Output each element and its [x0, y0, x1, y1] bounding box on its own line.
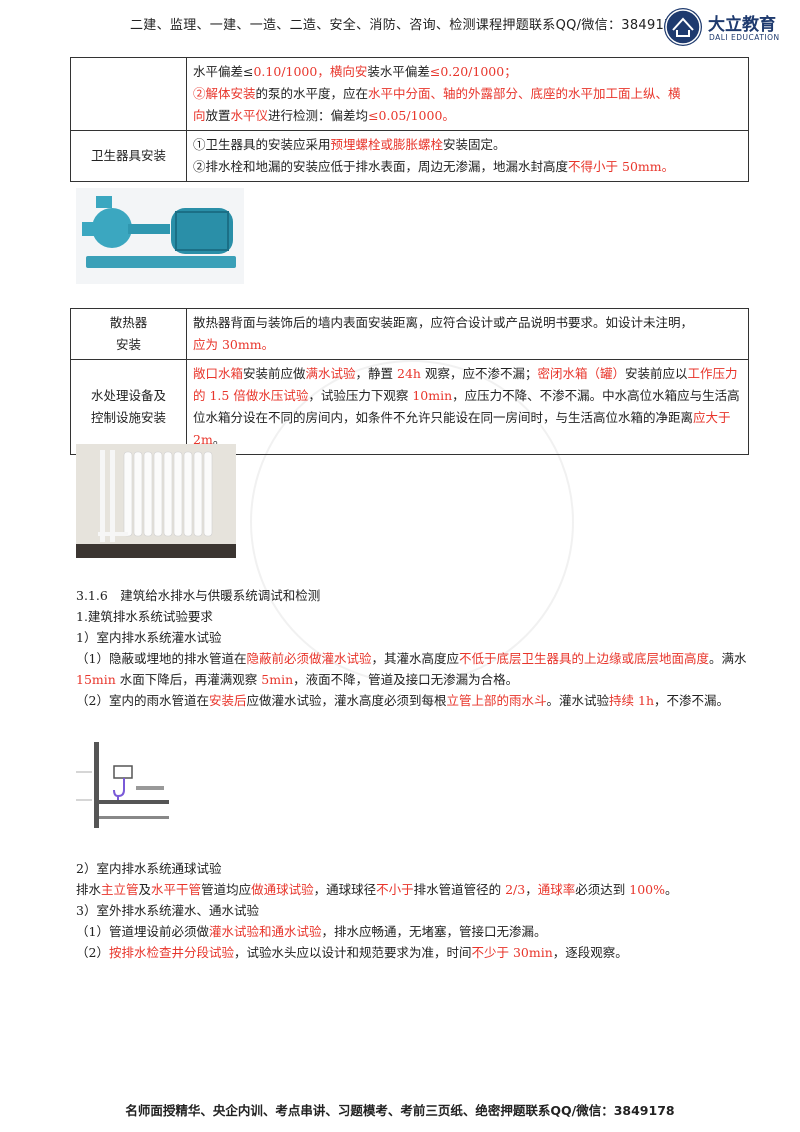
installation-table-2: 散热器 安装 散热器背面与装饰后的墙内表面安装距离，应符合设计或产品说明书要求。… — [70, 308, 749, 455]
pump-photo — [76, 188, 244, 284]
table-key-cell: 散热器 安装 — [70, 308, 187, 360]
drainage-test-drawing — [74, 738, 170, 830]
table-value-cell: 敞口水箱安装前应做满水试验，静置 24h 观察，应不渗不漏；密闭水箱（罐）安装前… — [186, 359, 749, 455]
table-row: 散热器 安装 散热器背面与装饰后的墙内表面安装距离，应符合设计或产品说明书要求。… — [70, 308, 749, 360]
installation-table-1: 水平偏差≤0.10/1000，横向安装水平偏差≤0.20/1000； ②解体安装… — [70, 57, 749, 182]
table-key-cell: 卫生器具安装 — [70, 130, 187, 182]
dali-logo-icon — [664, 8, 702, 46]
radiator-photo — [76, 444, 236, 558]
table-value-cell: ①卫生器具的安装应采用预埋螺栓或膨胀螺栓安装固定。 ②排水栓和地漏的安装应低于排… — [186, 130, 749, 182]
page-header: 二建、监理、一建、一造、二造、安全、消防、咨询、检测课程押题联系QQ/微信：38… — [0, 0, 800, 52]
page-footer: 名师面授精华、央企内训、考点串讲、习题模考、考前三页纸、绝密押题联系QQ/微信：… — [125, 1103, 675, 1118]
table-row: 水处理设备及 控制设施安装 敞口水箱安装前应做满水试验，静置 24h 观察，应不… — [70, 359, 749, 455]
table-key-cell — [70, 57, 187, 131]
dali-logo: 大立教育 DALI EDUCATION — [664, 8, 794, 48]
table-value-cell: 水平偏差≤0.10/1000，横向安装水平偏差≤0.20/1000； ②解体安装… — [186, 57, 749, 131]
header-contact-text: 二建、监理、一建、一造、二造、安全、消防、咨询、检测课程押题联系QQ/微信：38… — [130, 18, 682, 33]
table-key-cell: 水处理设备及 控制设施安装 — [70, 359, 187, 455]
heading-1-2: 2）室内排水系统通球试验 — [76, 861, 222, 876]
logo-english-text: DALI EDUCATION — [709, 33, 780, 42]
table-row: 水平偏差≤0.10/1000，横向安装水平偏差≤0.20/1000； ②解体安装… — [70, 57, 749, 131]
heading-1-3: 3）室外排水系统灌水、通水试验 — [76, 903, 259, 918]
paragraph-3: 排水主立管及水平干管管道均应做通球试验，通球球径不小于排水管道管径的 2/3，通… — [76, 882, 678, 897]
paragraph-2: （2）室内的雨水管道在安装后应做灌水试验，灌水高度必须到每根立管上部的雨水斗。灌… — [76, 693, 730, 708]
heading-1-1: 1）室内排水系统灌水试验 — [76, 630, 222, 645]
table-row: 卫生器具安装 ①卫生器具的安装应采用预埋螺栓或膨胀螺栓安装固定。 ②排水栓和地漏… — [70, 130, 749, 182]
logo-chinese-text: 大立教育 — [708, 15, 776, 35]
paragraph-5: （2）按排水检查井分段试验，试验水头应以设计和规范要求为准，时间不少于 30mi… — [76, 945, 628, 960]
section-title: 3.1.6 建筑给水排水与供暖系统调试和检测 — [76, 588, 321, 603]
paragraph-1: （1）隐蔽或埋地的排水管道在隐蔽前必须做灌水试验，其灌水高度应不低于底层卫生器具… — [76, 651, 747, 687]
table-value-cell: 散热器背面与装饰后的墙内表面安装距离，应符合设计或产品说明书要求。如设计未注明，… — [186, 308, 749, 360]
heading-1: 1.建筑排水系统试验要求 — [76, 609, 213, 624]
paragraph-4: （1）管道埋设前必须做灌水试验和通水试验，排水应畅通，无堵塞，管接口无渗漏。 — [76, 924, 547, 939]
